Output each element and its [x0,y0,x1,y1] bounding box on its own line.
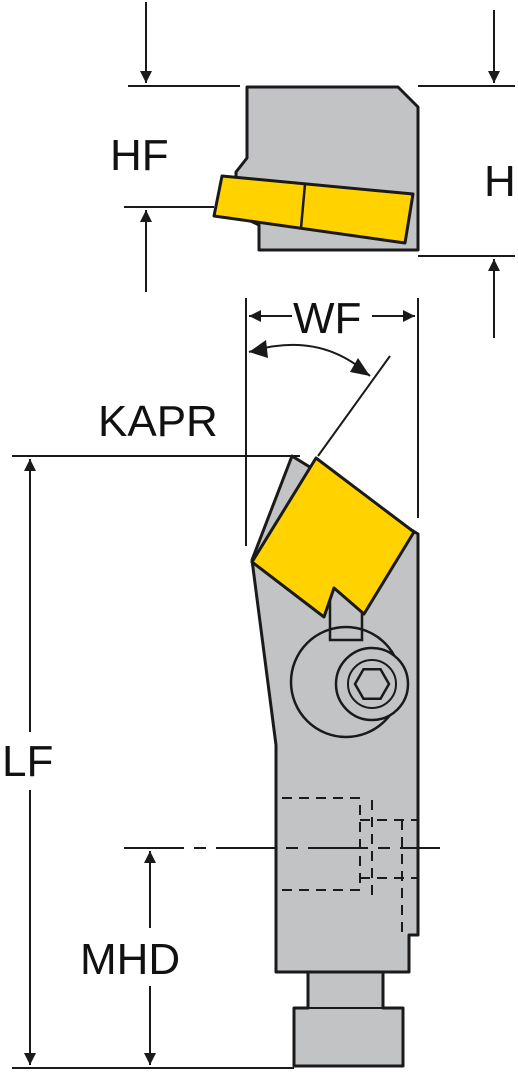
lf-label: LF [2,737,53,786]
clamp-screw-inner [347,659,397,709]
h-label: H [484,157,516,206]
hex-socket-icon [353,668,391,700]
kapr-dimension: KAPR [98,340,391,457]
shank-tip [292,970,405,1068]
lf-dimension: LF [0,455,300,1069]
hf-label: HF [110,131,169,180]
top-view-insert [212,174,415,245]
top-view-insert-split [299,183,307,229]
kapr-arrowhead-left [249,340,268,358]
wf-label-bg [290,290,374,338]
kapr-reference-line [317,355,391,457]
kapr-label: KAPR [98,397,218,446]
mhd-dimension: MHD [78,847,440,1065]
wf-dimension: WF [245,290,419,546]
lf-label-bg [0,728,60,788]
hidden-screw-outline [360,819,418,935]
hf-dimension: HF [110,2,240,292]
h-dimension: H [418,10,516,338]
side-view [250,454,420,1068]
cutting-insert [250,456,416,619]
top-view [212,85,420,252]
mhd-label: MHD [80,935,180,984]
mhd-label-bg [78,924,210,984]
hidden-features [282,797,418,935]
hidden-bore-outline [282,797,361,891]
kapr-arrowhead-right [350,358,370,376]
wf-label: WF [293,294,361,343]
